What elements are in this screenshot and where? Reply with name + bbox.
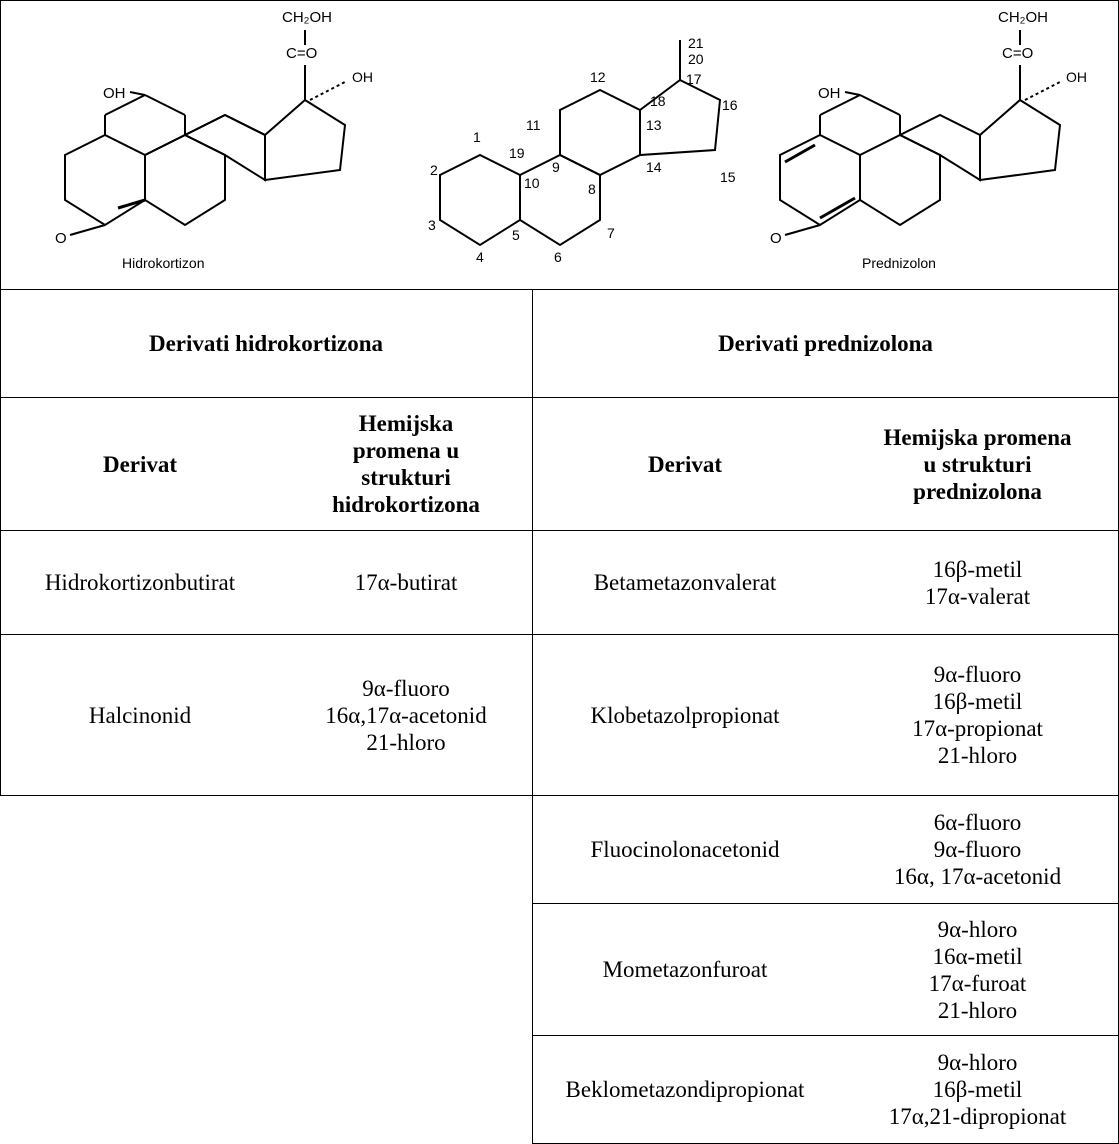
svg-text:10: 10 xyxy=(524,175,540,191)
table-row-hc-1-derivative: Hidrokortizonbutirat xyxy=(44,570,236,595)
svg-text:2: 2 xyxy=(430,162,438,178)
svg-text:3: 3 xyxy=(428,217,436,233)
steroid-structures-figure: CH₂OH C=O OH OH O Hidrokortizon 1 2 3 4 … xyxy=(55,9,1087,271)
svg-text:13: 13 xyxy=(646,117,662,133)
svg-text:5: 5 xyxy=(512,227,520,243)
pred-ch2oh-label: CH₂OH xyxy=(998,9,1048,26)
hc-co-label: C=O xyxy=(286,45,317,62)
rule xyxy=(532,1035,1118,1036)
group-header-prednisolone: Derivati prednizolona xyxy=(718,331,933,356)
svg-text:8: 8 xyxy=(588,181,596,197)
svg-text:7: 7 xyxy=(607,225,615,241)
table-row-hc-1-change: 17α-butirat xyxy=(354,570,458,595)
table-row-pred-5-derivative: Beklometazondipropionat xyxy=(565,1077,805,1102)
table-row-pred-4-derivative: Mometazonfuroat xyxy=(602,957,768,982)
pred-oh11-label: OH xyxy=(818,85,841,102)
svg-text:12: 12 xyxy=(590,69,606,85)
hc-o3-label: O xyxy=(55,230,67,247)
table-row-pred-3-derivative: Fluocinolonacetonid xyxy=(590,837,780,862)
svg-text:17: 17 xyxy=(686,71,702,87)
rule xyxy=(532,289,533,1144)
pred-o3-label: O xyxy=(770,230,782,247)
svg-text:18: 18 xyxy=(650,93,666,109)
pred-name-label: Prednizolon xyxy=(862,255,936,271)
svg-text:15: 15 xyxy=(720,169,736,185)
table-row-pred-2-derivative: Klobetazolpropionat xyxy=(590,702,780,728)
svg-text:6: 6 xyxy=(554,249,562,265)
svg-text:21: 21 xyxy=(688,35,704,51)
hydrocortisone-structure xyxy=(64,30,347,236)
table-row-pred-1-derivative: Betametazonvalerat xyxy=(593,570,777,595)
skeleton-numbers: 1 2 3 4 5 6 7 8 9 10 11 12 13 14 15 16 1… xyxy=(428,35,738,265)
svg-text:20: 20 xyxy=(688,51,704,67)
rule xyxy=(0,0,1118,1)
hc-oh11-label: OH xyxy=(103,85,126,102)
rule xyxy=(0,634,1118,635)
col-header-change-right: Hemijska promena u strukturi prednizolon… xyxy=(883,424,1072,504)
table-row-hc-2-change: 9α-fluoro 16α,17α-acetonid 21-hloro xyxy=(325,675,487,755)
rule xyxy=(0,795,1118,796)
table-row-pred-4-change: 9α-hloro 16α-metil 17α-furoat 21-hloro xyxy=(928,916,1027,1023)
svg-text:19: 19 xyxy=(509,145,525,161)
svg-text:14: 14 xyxy=(646,159,662,175)
rule xyxy=(0,530,1118,531)
svg-text:16: 16 xyxy=(722,97,738,113)
col-header-derivative-left: Derivat xyxy=(102,451,178,477)
prednisolone-structure xyxy=(779,30,1062,236)
hc-oh17-label: OH xyxy=(352,69,373,85)
table-row-pred-1-change: 16β-metil 17α-valerat xyxy=(924,556,1031,609)
hc-name-label: Hidrokortizon xyxy=(122,255,204,271)
hc-ch2oh-label: CH₂OH xyxy=(282,9,332,26)
table-row-hc-2-derivative: Halcinonid xyxy=(88,702,192,728)
svg-text:4: 4 xyxy=(476,249,484,265)
col-header-change-left: Hemijska promena u strukturi hidrokortiz… xyxy=(332,411,480,517)
pred-oh17-label: OH xyxy=(1066,69,1087,85)
steroid-skeleton-numbered xyxy=(439,40,722,247)
rule xyxy=(0,0,1,796)
pred-co-label: C=O xyxy=(1002,45,1033,62)
svg-text:9: 9 xyxy=(552,159,560,175)
table-row-pred-5-change: 9α-hloro 16β-metil 17α,21-dipropionat xyxy=(888,1050,1067,1129)
rule xyxy=(532,903,1118,904)
rule xyxy=(0,397,1118,398)
table-row-pred-3-change: 6α-fluoro 9α-fluoro 16α, 17α-acetonid xyxy=(893,810,1062,889)
svg-text:11: 11 xyxy=(526,117,541,133)
rule xyxy=(0,289,1118,290)
group-header-hydrocortisone: Derivati hidrokortizona xyxy=(148,331,384,356)
table-row-pred-2-change: 9α-fluoro 16β-metil 17α-propionat 21-hlo… xyxy=(912,662,1043,768)
col-header-derivative-right: Derivat xyxy=(647,451,723,477)
svg-text:1: 1 xyxy=(473,129,481,145)
